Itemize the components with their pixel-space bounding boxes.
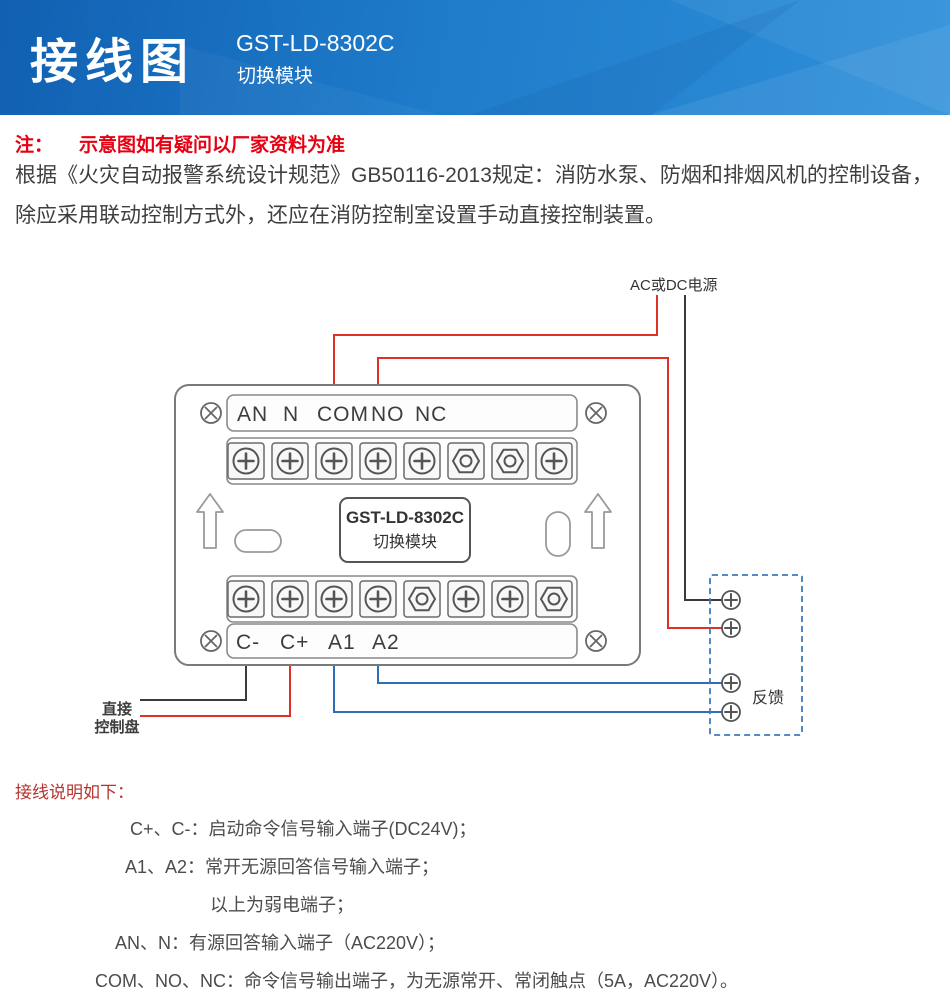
module-name-sub: 切换模块: [373, 533, 437, 551]
corner-screw-icon: [200, 630, 222, 652]
terminal-label-com: COM: [317, 403, 369, 426]
mounting-slot: [234, 529, 282, 553]
screw-terminal-plus-icon: [227, 580, 265, 618]
screw-terminal-plus-icon: [359, 442, 397, 480]
instruction-line: COM、NO、NC：命令信号输出端子，为无源常开、常闭触点（5A，AC220V）…: [95, 971, 739, 991]
screw-terminal-hex-icon: [403, 580, 441, 618]
screw-terminal-plus-icon: [271, 580, 309, 618]
screw-terminal-plus-icon: [227, 442, 265, 480]
screw-terminal-plus-icon: [535, 442, 573, 480]
instruction-line: 以上为弱电端子；: [210, 895, 354, 915]
feedback-terminal-icon: [721, 702, 741, 722]
screw-terminal-plus-icon: [359, 580, 397, 618]
module-name: GST-LD-8302C: [346, 508, 464, 527]
feedback-box: [709, 574, 803, 736]
corner-screw-icon: [585, 630, 607, 652]
note-line: 注： 示意图如有疑问以厂家资料为准: [15, 130, 345, 157]
terminal-label-c-plus: C+: [280, 631, 309, 654]
screw-terminal-plus-icon: [271, 442, 309, 480]
wire-power-red: [333, 295, 658, 385]
wiring-instructions: 接线说明如下： C+、C-：启动命令信号输入端子(DC24V)； A1、A2：常…: [15, 778, 935, 996]
wire-output-red: [377, 357, 722, 629]
terminal-label-a1: A1: [328, 631, 356, 654]
top-terminal-strip: [226, 437, 578, 485]
page-title: 接线图: [30, 36, 196, 89]
note-prefix: 注：: [15, 135, 54, 156]
wire-feedback-blue-1: [377, 665, 722, 684]
screw-terminal-plus-icon: [447, 580, 485, 618]
wire-panel-red: [140, 665, 291, 717]
bottom-label-strip: [226, 623, 578, 659]
corner-screw-icon: [200, 402, 222, 424]
feedback-terminal-icon: [721, 590, 741, 610]
module-name-box: [339, 497, 471, 563]
screw-terminal-hex-icon: [535, 580, 573, 618]
up-arrow-icon: [584, 493, 612, 549]
feedback-label: 反馈: [752, 689, 784, 707]
note-text: 示意图如有疑问以厂家资料为准: [79, 135, 346, 156]
direct-panel-label-line1: 直接: [102, 700, 132, 718]
product-subtitle: 切换模块: [237, 66, 314, 87]
screw-terminal-plus-icon: [315, 580, 353, 618]
regulation-paragraph: 根据《火灾自动报警系统设计规范》GB50116-2013规定：消防水泵、防烟和排…: [15, 164, 933, 227]
corner-screw-icon: [585, 402, 607, 424]
instruction-line: C+、C-：启动命令信号输入端子(DC24V)；: [130, 819, 477, 839]
power-label: AC或DC电源: [630, 277, 718, 294]
terminal-label-nc: NC: [415, 403, 447, 426]
instruction-line: AN、N：有源回答输入端子（AC220V）；: [115, 933, 446, 953]
bottom-terminal-row: [227, 580, 573, 618]
screw-terminal-plus-icon: [315, 442, 353, 480]
wire-power-black: [684, 295, 722, 601]
screw-terminal-plus-icon: [403, 442, 441, 480]
feedback-terminal-icon: [721, 673, 741, 693]
terminal-label-n: N: [283, 403, 299, 426]
bottom-terminal-strip: [226, 575, 578, 623]
header-banner: 接线图 GST-LD-8302C 切换模块: [0, 0, 950, 115]
up-arrow-icon: [196, 493, 224, 549]
mounting-slot: [545, 511, 571, 557]
top-terminal-row: [227, 442, 573, 480]
terminal-label-c-minus: C-: [236, 631, 260, 654]
terminal-label-a2: A2: [372, 631, 400, 654]
screw-terminal-hex-icon: [491, 442, 529, 480]
wire-feedback-blue-2: [333, 665, 722, 713]
instruction-line: A1、A2：常开无源回答信号输入端子；: [125, 857, 440, 877]
screw-terminal-plus-icon: [491, 580, 529, 618]
wire-panel-black: [140, 665, 247, 701]
screw-terminal-hex-icon: [447, 442, 485, 480]
wiring-diagram: AC或DC电源 反馈 直接 控制盘 AN N COM NO NC: [94, 277, 803, 736]
direct-panel-label-line2: 控制盘: [94, 718, 139, 736]
terminal-label-an: AN: [237, 403, 268, 426]
feedback-terminal-icon: [721, 618, 741, 638]
terminal-label-no: NO: [371, 403, 405, 426]
product-model: GST-LD-8302C: [236, 30, 395, 56]
instructions-title: 接线说明如下：: [15, 783, 134, 802]
top-label-strip: [226, 394, 578, 432]
